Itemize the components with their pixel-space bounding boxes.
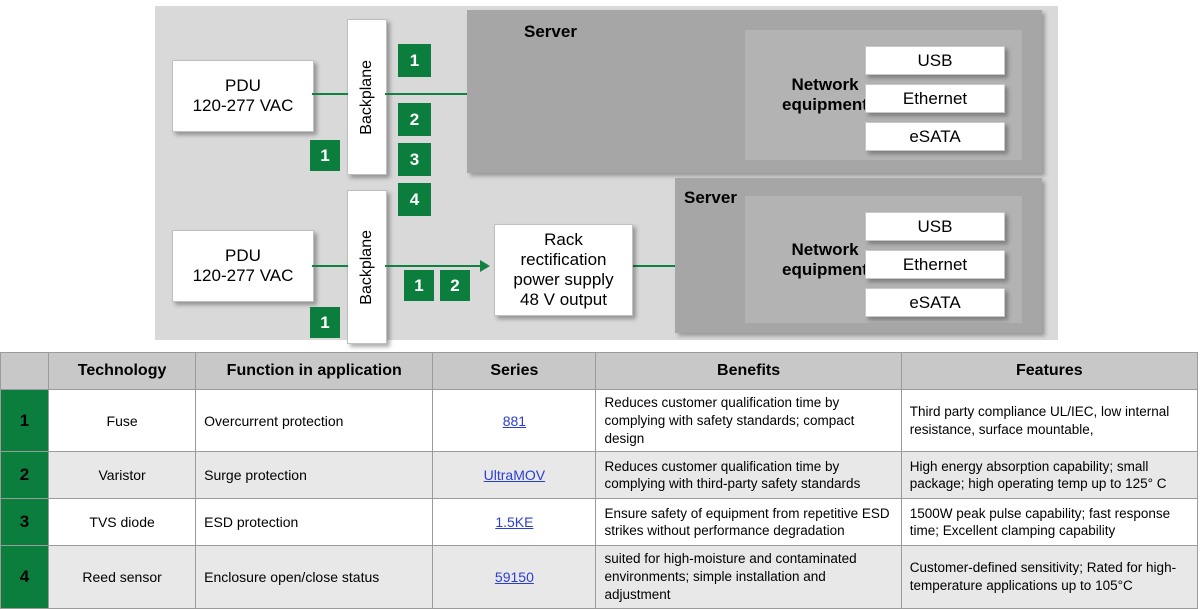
backplane-box-1: Backplane (347, 19, 387, 175)
row-2-series: UltraMOV (432, 451, 597, 500)
psu-2-line3: power supply (513, 270, 614, 289)
badge-3-top: 3 (398, 143, 431, 176)
row-4-function: Enclosure open/close status (195, 545, 434, 609)
row-2-technology: Varistor (48, 451, 197, 500)
series-link-15ke[interactable]: 1.5KE (495, 514, 534, 531)
psu-2-line1: Rack (544, 229, 583, 249)
col-header-index (0, 352, 50, 390)
network-2-label: Network equipment (765, 196, 885, 323)
row-1-benefits: Reduces customer qualification time by c… (595, 388, 902, 453)
network-2-line1: Network (791, 239, 859, 259)
row-3-features: 1500W peak pulse capability; fast respon… (900, 498, 1199, 547)
port-esata-1: eSATA (865, 122, 1005, 151)
row-1-series: 881 (432, 388, 597, 453)
port-ethernet-1: Ethernet (865, 84, 1005, 113)
badge-rack-1: 1 (404, 270, 434, 301)
badge-pdu-2: 1 (310, 307, 340, 338)
pdu-box-2: PDU 120-277 VAC (172, 230, 314, 302)
port-usb-2: USB (865, 212, 1005, 241)
table-header-row: Technology Function in application Serie… (0, 352, 1199, 390)
table-row: 1 Fuse Overcurrent protection 881 Reduce… (0, 388, 1199, 453)
row-2-features: High energy absorption capability; small… (900, 451, 1199, 500)
pdu-2-line2: 120-277 VAC (192, 266, 294, 285)
page-root: PDU 120-277 VAC Backplane 1 2 3 4 1 Serv… (0, 6, 1199, 609)
server-2-title: Server (684, 188, 737, 207)
row-1-function: Overcurrent protection (195, 388, 434, 453)
spec-table: Technology Function in application Serie… (0, 352, 1199, 609)
backplane-box-2: Backplane (347, 190, 387, 344)
network-1-label: Network equipment (765, 30, 885, 160)
pdu-box-1: PDU 120-277 VAC (172, 60, 314, 132)
port-esata-2: eSATA (865, 288, 1005, 317)
badge-pdu-1: 1 (310, 140, 340, 171)
rack-rectification-box: Rack rectification power supply 48 V out… (494, 224, 633, 316)
wire-backplane1-psu (385, 93, 480, 95)
pdu-1-line1: PDU (225, 75, 261, 95)
row-3-technology: TVS diode (48, 498, 197, 547)
wire-backplane2-psu (385, 265, 480, 267)
row-3-index: 3 (0, 498, 50, 547)
series-link-881[interactable]: 881 (502, 412, 527, 429)
pdu-1-line2: 120-277 VAC (192, 96, 294, 115)
badge-1-top: 1 (398, 44, 431, 77)
pdu-2-line1: PDU (225, 245, 261, 265)
psu-2-line4: 48 V output (520, 290, 607, 310)
port-usb-1: USB (865, 46, 1005, 75)
row-4-technology: Reed sensor (48, 545, 197, 609)
row-1-features: Third party compliance UL/IEC, low inter… (900, 388, 1199, 453)
network-2-line2: equipment (782, 259, 868, 279)
badge-4-top: 4 (398, 183, 431, 216)
block-diagram: PDU 120-277 VAC Backplane 1 2 3 4 1 Serv… (155, 6, 1058, 344)
row-4-series: 59150 (432, 545, 597, 609)
row-2-benefits: Reduces customer qualification time by c… (595, 451, 902, 500)
server-1-title: Server (524, 22, 577, 41)
table-row: 3 TVS diode ESD protection 1.5KE Ensure … (0, 498, 1199, 547)
row-4-features: Customer-defined sensitivity; Rated for … (900, 545, 1199, 609)
badge-rack-2: 2 (440, 270, 470, 301)
arrow-backplane2-psu (480, 260, 490, 272)
row-3-series: 1.5KE (432, 498, 597, 547)
row-3-function: ESD protection (195, 498, 434, 547)
network-1-line2: equipment (782, 95, 868, 114)
psu-2-line2: rectification (520, 249, 607, 269)
table-row: 4 Reed sensor Enclosure open/close statu… (0, 545, 1199, 609)
backplane-1-label: Backplane (358, 59, 375, 135)
row-2-index: 2 (0, 451, 50, 500)
row-2-function: Surge protection (195, 451, 434, 500)
port-ethernet-2: Ethernet (865, 250, 1005, 279)
badge-2-top: 2 (398, 103, 431, 136)
series-link-59150[interactable]: 59150 (494, 569, 534, 586)
row-1-technology: Fuse (48, 388, 197, 453)
wire-pdu2-backplane (312, 265, 348, 267)
row-3-benefits: Ensure safety of equipment from repetiti… (595, 498, 902, 547)
network-equipment-box-2: Network equipment USB Ethernet eSATA (745, 196, 1022, 323)
backplane-2-label: Backplane (358, 229, 375, 305)
wire-pdu1-backplane (312, 93, 348, 95)
table-row: 2 Varistor Surge protection UltraMOV Red… (0, 451, 1199, 500)
col-header-series: Series (432, 352, 597, 390)
row-4-index: 4 (0, 545, 50, 609)
col-header-features: Features (900, 352, 1199, 390)
row-1-index: 1 (0, 388, 50, 453)
network-1-line1: Network (791, 75, 859, 95)
col-header-benefits: Benefits (595, 352, 902, 390)
row-4-benefits: suited for high-moisture and contaminate… (595, 545, 902, 609)
spec-table-wrap: Technology Function in application Serie… (0, 352, 1200, 609)
network-equipment-box-1: Network equipment USB Ethernet eSATA (745, 30, 1022, 160)
col-header-function: Function in application (195, 352, 434, 390)
col-header-technology: Technology (48, 352, 197, 390)
series-link-ultramov[interactable]: UltraMOV (483, 467, 546, 484)
